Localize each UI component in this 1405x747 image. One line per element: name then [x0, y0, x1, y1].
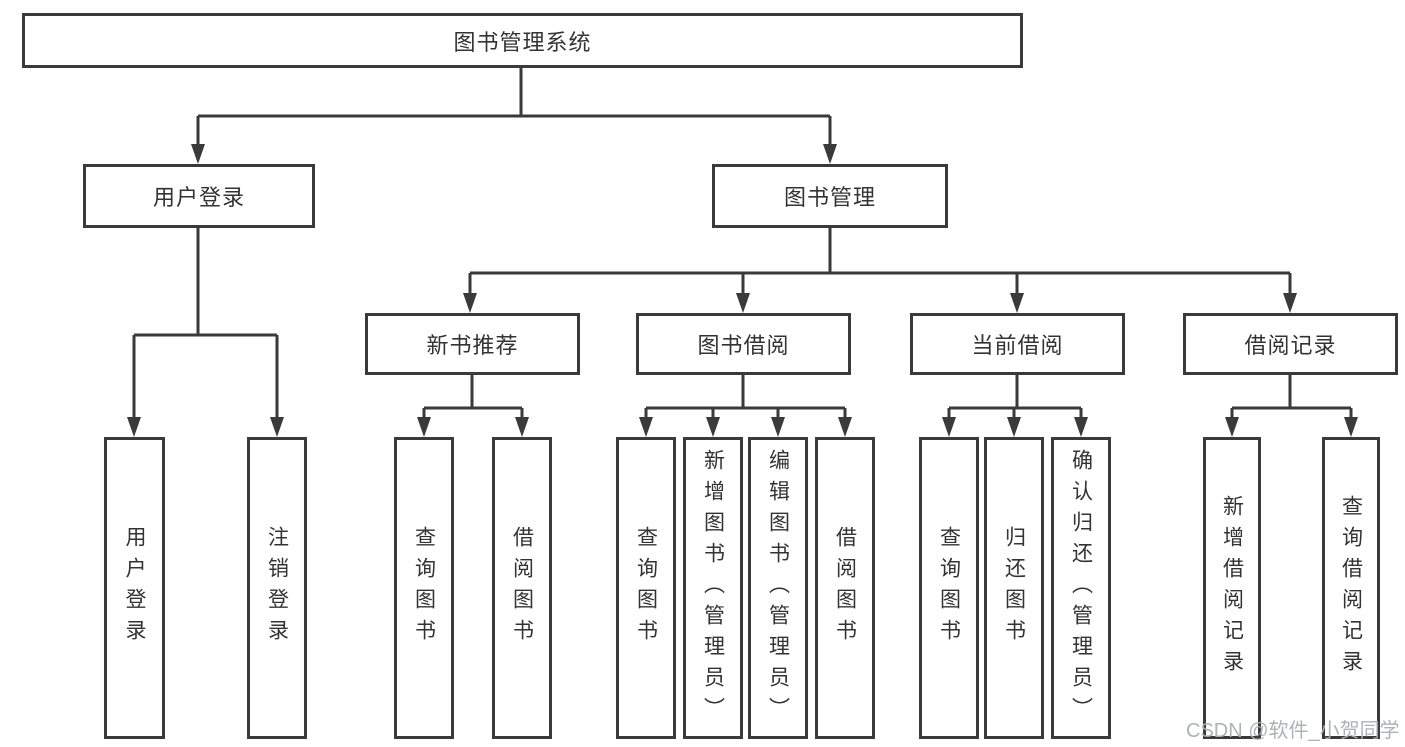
node-label: 图书借阅 — [697, 333, 790, 358]
leaf-query-books-3: 查询图书 — [919, 437, 979, 739]
node-label: 借阅图书 — [833, 526, 857, 650]
leaf-return-books: 归还图书 — [984, 437, 1044, 739]
node-label: 借阅图书 — [510, 526, 534, 650]
node-label: 注销登录 — [265, 526, 289, 650]
leaf-query-borrow-record: 查询借阅记录 — [1322, 437, 1380, 739]
leaf-user-login: 用户登录 — [104, 437, 165, 739]
leaf-add-borrow-record: 新增借阅记录 — [1203, 437, 1261, 739]
node-label: 编辑图书（管理员） — [766, 448, 790, 728]
csdn-watermark: CSDN @软件_小贺同学 — [1186, 720, 1400, 742]
node-label: 查询图书 — [937, 526, 961, 650]
node-label: 当前借阅 — [971, 333, 1064, 358]
leaf-logout: 注销登录 — [247, 437, 307, 739]
node-label: 确认归还（管理员） — [1069, 448, 1093, 728]
leaf-query-books-1: 查询图书 — [394, 437, 454, 739]
node-label: 查询图书 — [412, 526, 436, 650]
node-library-management-system: 图书管理系统 — [22, 13, 1023, 68]
leaf-query-books-2: 查询图书 — [616, 437, 676, 739]
node-label: 查询借阅记录 — [1339, 495, 1363, 681]
node-label: 新增借阅记录 — [1220, 495, 1244, 681]
node-label: 用户登录 — [123, 526, 146, 650]
leaf-borrow-books-1: 借阅图书 — [492, 437, 552, 739]
node-label: 新书推荐 — [426, 333, 519, 358]
node-user-login-group: 用户登录 — [83, 164, 315, 228]
leaf-borrow-books-2: 借阅图书 — [815, 437, 875, 739]
leaf-add-book-admin: 新增图书（管理员） — [683, 437, 743, 739]
arrowheads — [127, 144, 1358, 437]
node-label: 图书管理 — [783, 185, 876, 210]
node-label: 新增图书（管理员） — [701, 448, 725, 728]
node-book-borrowing: 图书借阅 — [636, 313, 851, 375]
leaf-confirm-return-admin: 确认归还（管理员） — [1051, 437, 1111, 739]
node-new-book-recommendation: 新书推荐 — [365, 313, 580, 375]
leaf-edit-book-admin: 编辑图书（管理员） — [748, 437, 808, 739]
node-label: 图书管理系统 — [453, 29, 592, 55]
node-label: 借阅记录 — [1244, 333, 1337, 358]
node-label: 归还图书 — [1002, 526, 1026, 650]
node-label: 查询图书 — [634, 526, 658, 650]
node-borrowing-records: 借阅记录 — [1183, 313, 1398, 375]
node-current-borrowing: 当前借阅 — [910, 313, 1125, 375]
node-book-management: 图书管理 — [712, 164, 948, 228]
node-label: 用户登录 — [152, 185, 245, 210]
